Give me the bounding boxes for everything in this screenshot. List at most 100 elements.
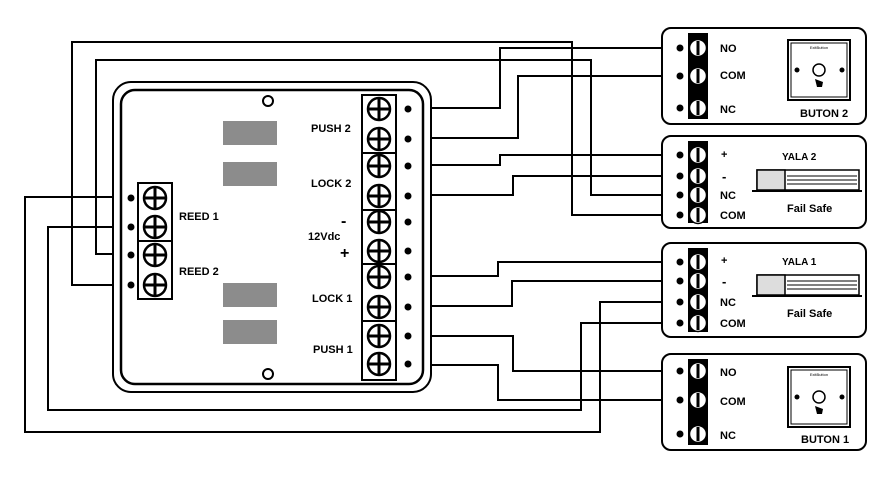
wire-terminal-dot [676,298,684,306]
label-reed2: REED 2 [179,266,219,278]
magnetic-lock-icon [752,274,862,297]
exit-button-icon: ExitButton [787,39,851,101]
wire-push1-no [408,335,683,372]
label-com: COM [720,318,746,330]
wire-terminal-dot [676,172,684,180]
wire-terminal-dot [676,104,684,112]
wire-terminal-dot [676,191,684,199]
screw-terminal-icon [366,126,392,152]
wires [24,41,683,433]
wire-push2-no [408,47,683,109]
wire-terminal-dot [676,430,684,438]
screw-terminal-icon [688,292,708,312]
screw-terminal-icon [366,209,392,235]
screw-terminal-icon [688,313,708,333]
label-nc: NC [720,190,736,202]
screw-terminal-icon [688,361,708,381]
button2-module: NO COM NC ExitButton BUTON 2 [661,27,867,125]
screw-terminal-icon [688,145,708,165]
screw-terminal-icon [366,96,392,122]
reed-screws [127,185,168,298]
magnetic-lock-icon [752,169,862,192]
screw-terminal-icon [688,205,708,225]
label-com: COM [720,70,746,82]
plate-text: ExitButton [810,372,828,377]
screw-terminal-icon [142,242,168,268]
wire-reed2-b [71,41,683,286]
wire-lock2-plus [408,154,683,166]
screw-terminals [676,252,708,333]
reed-terminal-block [127,182,173,300]
wire-push1-com [408,364,683,401]
wire-terminal-dot [404,218,412,226]
terminal-dots [404,105,412,368]
wire-terminal-dot [676,258,684,266]
wire-terminal-dot [404,303,412,311]
label-no: NO [720,43,737,55]
module-mode: Fail Safe [787,308,832,320]
screw-terminal-icon [688,66,708,86]
wire-reed1-b [47,226,683,411]
label-push1: PUSH 1 [313,344,353,356]
module-name: BUTON 2 [800,108,848,120]
relay-pad [223,320,277,344]
screw-terminals [366,96,392,377]
label-lock1: LOCK 1 [312,293,352,305]
screw-terminal-icon [366,323,392,349]
label-nc: NC [720,297,736,309]
wire-terminal-dot [404,105,412,113]
label-nc: NC [720,104,736,116]
screw-terminal-icon [366,351,392,377]
wire-terminal-dot [676,277,684,285]
wire-terminal-dot [404,135,412,143]
screw-terminal-icon [688,166,708,186]
wire-terminal-dot [404,162,412,170]
screw-terminal-icon [688,390,708,410]
label-reed1: REED 1 [179,211,219,223]
screw-terminal-icon [366,183,392,209]
wire-terminal-dot [404,332,412,340]
wire-terminal-dot [127,251,135,259]
wire-terminal-dot [127,223,135,231]
controller-board: PUSH 2 LOCK 2 - 12Vdc + LOCK 1 PUSH 1 RE… [112,81,432,393]
wire-lock1-minus [408,280,683,307]
label-no: NO [720,367,737,379]
wire-reed1-a [24,196,683,433]
screw-terminal-icon [688,98,708,118]
wire-terminal-dot [404,192,412,200]
wire-terminal-dot [676,72,684,80]
screw-terminal-icon [142,272,168,298]
wire-terminal-dot [676,211,684,219]
label-plus: + [721,149,727,161]
label-com: COM [720,210,746,222]
label-minus: - [722,274,726,289]
label-minus: - [722,169,726,184]
lock2-module: + - NC COM YALA 2 Fail Safe [661,135,867,229]
controller-terminal-block [361,94,412,381]
label-com: COM [720,396,746,408]
wire-terminal-dot [676,151,684,159]
screw-terminal-icon [688,252,708,272]
plate-text: ExitButton [810,45,828,50]
screw-terminal-icon [688,424,708,444]
screw-terminal-icon [688,271,708,291]
exit-button-icon: ExitButton [787,366,851,428]
board-inner [119,88,425,386]
screw-terminal-icon [366,294,392,320]
wire-terminal-dot [676,367,684,375]
relay-pad [223,121,277,145]
relay-pad [223,162,277,186]
relay-pad [223,283,277,307]
module-name: YALA 2 [782,152,817,163]
label-push2: PUSH 2 [311,123,351,135]
wire-push2-com [408,75,683,139]
button1-module: NO COM NC ExitButton BUTON 1 [661,353,867,451]
label-power-plus: + [340,245,349,262]
wire-terminal-dot [676,396,684,404]
label-plus: + [721,255,727,267]
wire-terminal-dot [404,360,412,368]
mount-hole-bottom [262,368,274,380]
label-lock2: LOCK 2 [311,178,351,190]
screw-terminal-icon [366,238,392,264]
